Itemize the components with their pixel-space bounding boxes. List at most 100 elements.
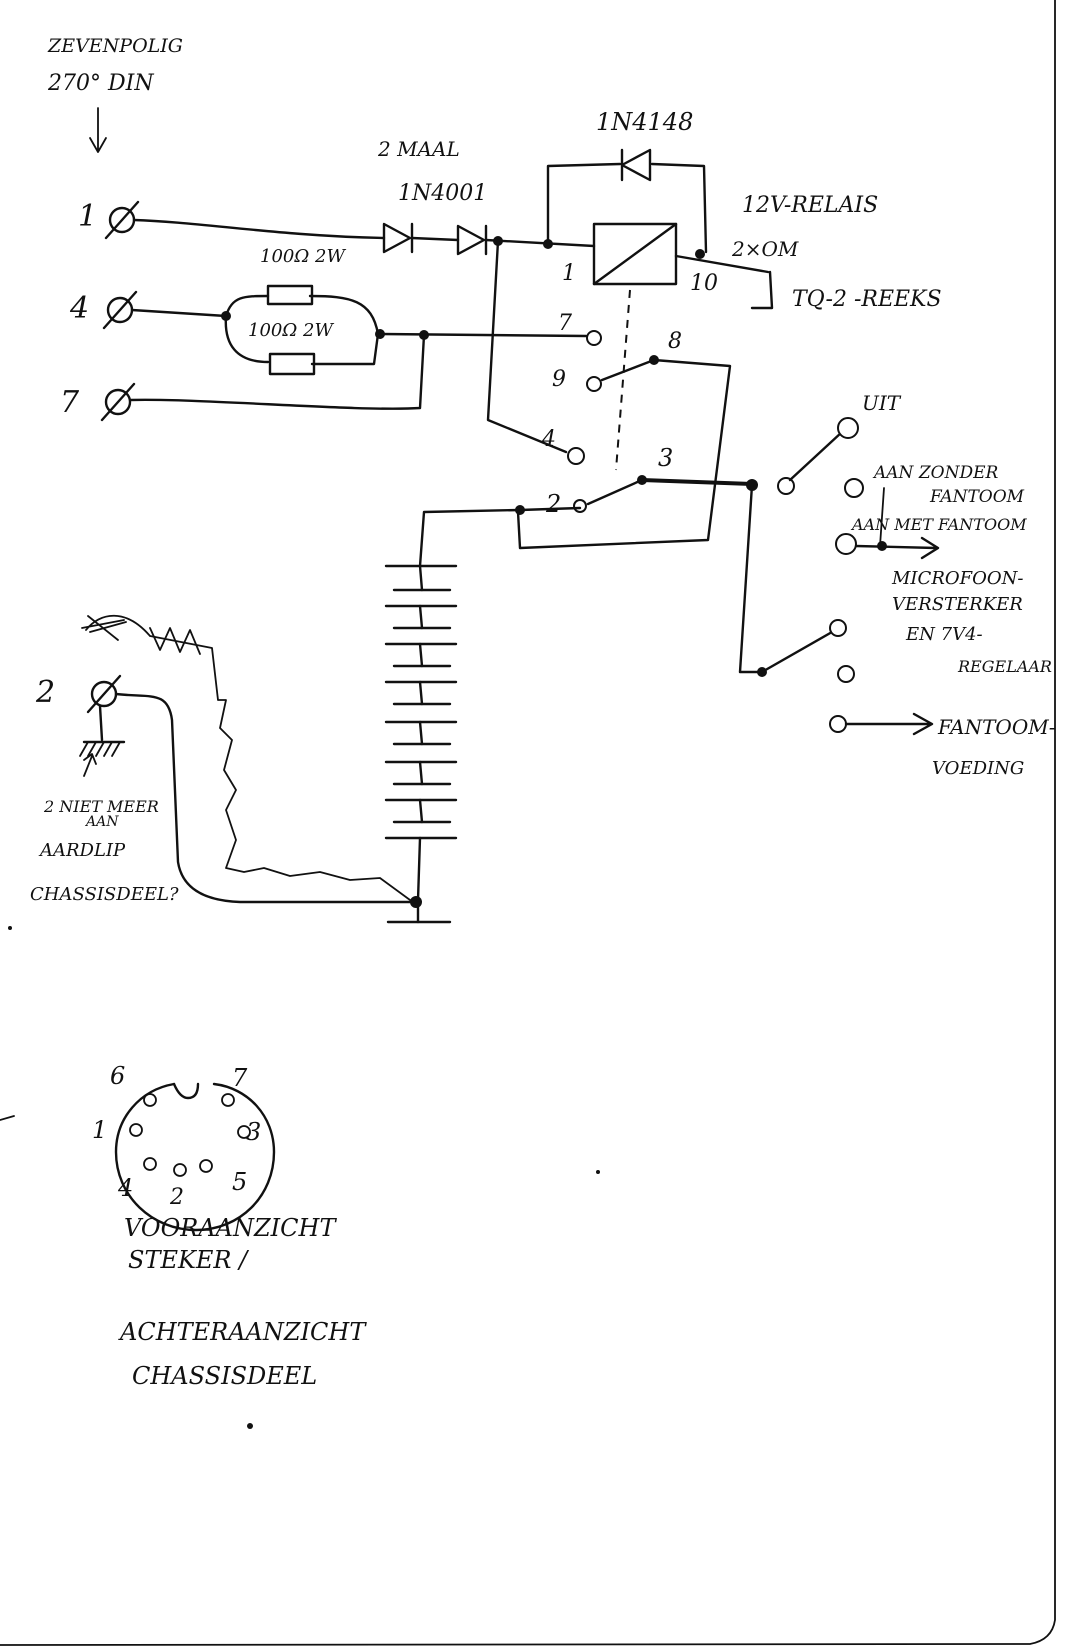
- ground-note-line1: 2 NIET MEER: [43, 797, 159, 816]
- relay-label: 12V-RELAIS: [742, 193, 878, 218]
- connector-pin-3: 3: [246, 1118, 261, 1146]
- relay-contact-arm-3: [586, 478, 644, 506]
- heading-line2: 270° DIN: [47, 71, 154, 96]
- diode-1n4001-b: [456, 224, 488, 256]
- resistor-2-label: 100Ω 2W: [248, 320, 334, 341]
- ground-note-line2: AAN: [84, 814, 119, 830]
- switch-out-amp-3: EN 7V4-: [905, 624, 983, 645]
- ground-note-line3: AARDLIP: [38, 840, 126, 861]
- din-connector-face: [114, 1082, 276, 1232]
- connector-pin-6: 6: [110, 1062, 125, 1090]
- relay-contact-arm-8: [600, 358, 656, 382]
- switch-lower-terminal-1: [829, 619, 847, 637]
- scribbled-old-ground-path: [85, 614, 411, 901]
- switch-pos-with-phantom: AAN MET FANTOOM: [850, 515, 1027, 534]
- switch-pos-no-phantom-1: AAN ZONDER: [872, 463, 998, 483]
- switch-out-amp-4: REGELAAR: [957, 657, 1052, 676]
- wire-pin1: [132, 218, 386, 240]
- coil-return-wire: [674, 254, 770, 274]
- switch-pointer-no-phantom: [879, 487, 885, 547]
- junction-dot: [695, 249, 705, 259]
- wire-diode-to-relay: [484, 238, 596, 248]
- wire-coil-to-relay-4: [486, 239, 568, 454]
- arrow-to-phantom-supply: [844, 712, 934, 736]
- diode-1n4148: [620, 148, 652, 182]
- flyback-wire: [546, 162, 708, 254]
- relay-contact-9: [586, 376, 602, 392]
- switch-lower-terminal-2: [837, 665, 855, 683]
- wire-switch-common-lower: [738, 483, 764, 674]
- connector-pin-5: 5: [232, 1168, 247, 1196]
- wire-relay-2-to-battery: [418, 506, 582, 568]
- relay-pin-2: 2: [545, 490, 561, 518]
- connector-caption-2: STEKER /: [128, 1246, 250, 1274]
- resistor-1-label: 100Ω 2W: [260, 246, 346, 267]
- din-pin-1-label: 1: [78, 199, 97, 234]
- switch-out-amp-1: MICROFOON-: [891, 568, 1023, 589]
- stray-dot: [8, 926, 12, 930]
- arrow-to-amplifier: [854, 536, 940, 560]
- relay-pin-7: 7: [558, 311, 572, 336]
- battery-stack: [384, 564, 458, 924]
- switch-pos-with-phantom-terminal: [835, 533, 857, 555]
- relay-ground-stub: [750, 270, 774, 310]
- heading-arrow: [89, 107, 107, 153]
- switch-arm-lower: [760, 630, 834, 674]
- relay-contact-7: [586, 330, 602, 346]
- junction-dot: [515, 505, 525, 515]
- resistor-parallel-frame: [224, 294, 380, 366]
- connector-pin-7: 7: [232, 1064, 248, 1092]
- relay-pin-3: 3: [658, 444, 673, 472]
- resistor-1: [266, 284, 314, 306]
- switch-lower-terminal-3: [829, 715, 847, 733]
- din-pin-7-terminal: [100, 382, 136, 422]
- din-pin-4-label: 4: [69, 291, 89, 326]
- switch-out-phantom-1: FANTOOM-: [937, 715, 1056, 739]
- connector-caption-3: ACHTERAANZICHT: [118, 1318, 367, 1346]
- diode-1n4001-a: [382, 222, 414, 254]
- switch-pos-no-phantom-2: FANTOOM: [929, 487, 1025, 507]
- scribble-cross: [81, 615, 201, 655]
- switch-pos-off-terminal: [837, 417, 859, 439]
- wire-relay-8-loop: [516, 358, 732, 550]
- connector-pin-1: 1: [92, 1116, 107, 1144]
- connector-pin-4: 4: [117, 1174, 133, 1202]
- relay-pin-9: 9: [552, 367, 566, 392]
- relay-pin-1: 1: [562, 261, 576, 286]
- switch-pos-no-phantom-terminal: [844, 478, 864, 498]
- wire-relay-3-to-switch: [641, 478, 753, 486]
- din-pin-7-label: 7: [60, 385, 80, 420]
- switch-pos-off: UIT: [862, 391, 902, 415]
- resistor-2: [268, 352, 316, 376]
- stray-mark: [0, 1115, 15, 1121]
- stray-dot: [247, 1423, 253, 1429]
- diode-pair-note: 2 MAAL: [377, 137, 460, 161]
- heading-line1: ZEVENPOLIG: [47, 35, 183, 57]
- stray-dot: [596, 1170, 600, 1174]
- diode-pair-type: 1N4001: [398, 181, 487, 206]
- ground-symbol: [79, 704, 126, 757]
- switch-out-amp-2: VERSTERKER: [892, 594, 1023, 615]
- relay-series: TQ-2 -REEKS: [792, 287, 942, 312]
- wire-pin4: [130, 308, 228, 318]
- connector-pin-2: 2: [169, 1185, 184, 1210]
- wire-pin7: [128, 333, 426, 410]
- flyback-diode-type: 1N4148: [596, 108, 693, 136]
- ground-note-line4: CHASSISDEEL?: [30, 884, 179, 905]
- wire-pin2-to-ground: [114, 692, 418, 904]
- relay-contacts: 2×OM: [731, 237, 799, 261]
- relay-contact-4: [567, 447, 585, 465]
- din-pin-2-label: 2: [35, 675, 55, 710]
- relay-pin-4: 4: [541, 427, 556, 452]
- relay-coil: [592, 222, 678, 286]
- wire-resistors-to-relay-7: [378, 332, 588, 338]
- connector-caption-4: CHASSISDEEL: [132, 1362, 317, 1390]
- wire-between-diodes: [410, 236, 460, 242]
- relay-pin-10: 10: [690, 271, 718, 296]
- relay-contact-2: [573, 499, 587, 513]
- connector-caption-1: VOORAANZICHT: [124, 1214, 337, 1242]
- relay-mechanical-link: [615, 289, 631, 471]
- switch-out-phantom-2: VOEDING: [932, 758, 1024, 779]
